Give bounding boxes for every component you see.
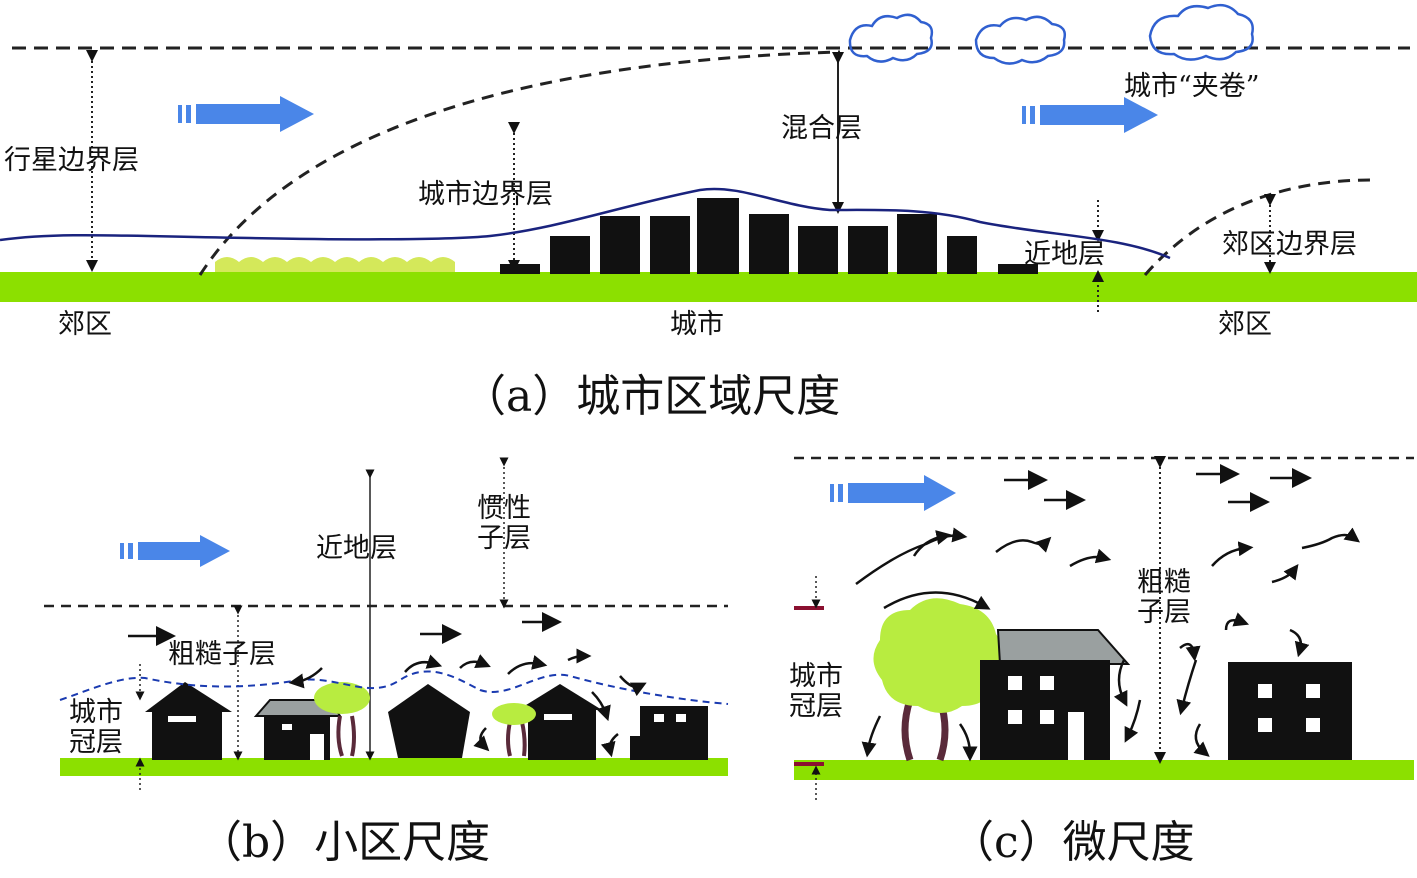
label-canopy-b-line-1: 城市 — [69, 697, 123, 728]
label-surface-layer-b: 近地层 — [316, 533, 397, 564]
label-inertial-line-2: 子层 — [477, 523, 531, 554]
panel-c — [794, 456, 1414, 800]
label-canopy-b-line-2: 冠层 — [69, 727, 123, 758]
city-buildings — [500, 198, 1038, 274]
caption-c: （c）微尺度 — [950, 817, 1195, 868]
building-c — [1228, 662, 1352, 760]
panel-b — [44, 457, 729, 790]
label-city: 城市 — [670, 309, 724, 340]
label-urban-canopy-b: 城市 冠层 — [58, 698, 134, 758]
wind-arrow-c — [830, 475, 956, 511]
label-inertial-sublayer: 惯性 子层 — [466, 494, 542, 554]
mixing-layer-curve — [198, 50, 841, 276]
label-inertial-line-1: 惯性 — [477, 493, 531, 524]
label-canopy-c-line-1: 城市 — [789, 661, 843, 692]
label-canopy-c-line-2: 冠层 — [789, 691, 843, 722]
label-suburban-boundary-layer: 郊区边界层 — [1222, 229, 1357, 260]
label-urban-entrainment: 城市“夹卷” — [1124, 71, 1260, 102]
wind-arrow-a2 — [1022, 97, 1158, 133]
cloud-2 — [974, 15, 1066, 65]
ground-b — [60, 758, 728, 776]
label-rsl-c-line-2: 子层 — [1137, 597, 1191, 628]
trees-b — [314, 682, 536, 757]
flow-arrows-b — [128, 612, 647, 758]
tree-c — [873, 598, 1003, 762]
urban-boundary-line — [0, 187, 1171, 260]
label-planetary-boundary-layer: 行星边界层 — [4, 145, 139, 176]
label-urban-boundary-layer: 城市边界层 — [418, 179, 553, 210]
label-surface-layer-a: 近地层 — [1024, 239, 1105, 270]
label-suburb-left: 郊区 — [58, 309, 112, 340]
house-c — [980, 629, 1131, 760]
label-roughness-sublayer-b: 粗糙子层 — [168, 639, 276, 670]
suburban-bl-curve — [1143, 178, 1371, 276]
cloud-1 — [848, 13, 934, 63]
suburban-vegetation — [215, 257, 455, 272]
label-roughness-sublayer-c: 粗糙 子层 — [1126, 568, 1202, 628]
ground-a — [0, 272, 1417, 302]
ground-c — [794, 760, 1414, 780]
caption-b: （b）小区尺度 — [198, 817, 491, 868]
wind-arrow-a1 — [178, 96, 314, 132]
panel-a — [0, 3, 1417, 312]
flow-arrows-c — [855, 464, 1361, 762]
label-urban-canopy-c: 城市 冠层 — [778, 662, 854, 722]
cloud-3 — [1148, 3, 1254, 61]
canopy-line-b — [59, 670, 729, 705]
label-rsl-c-line-1: 粗糙 — [1137, 567, 1191, 598]
houses-b — [145, 682, 708, 760]
caption-a: （a）城市区域尺度 — [462, 371, 841, 422]
wind-arrow-b — [120, 535, 230, 567]
label-mixing-layer: 混合层 — [781, 113, 862, 144]
label-suburb-right: 郊区 — [1218, 309, 1272, 340]
